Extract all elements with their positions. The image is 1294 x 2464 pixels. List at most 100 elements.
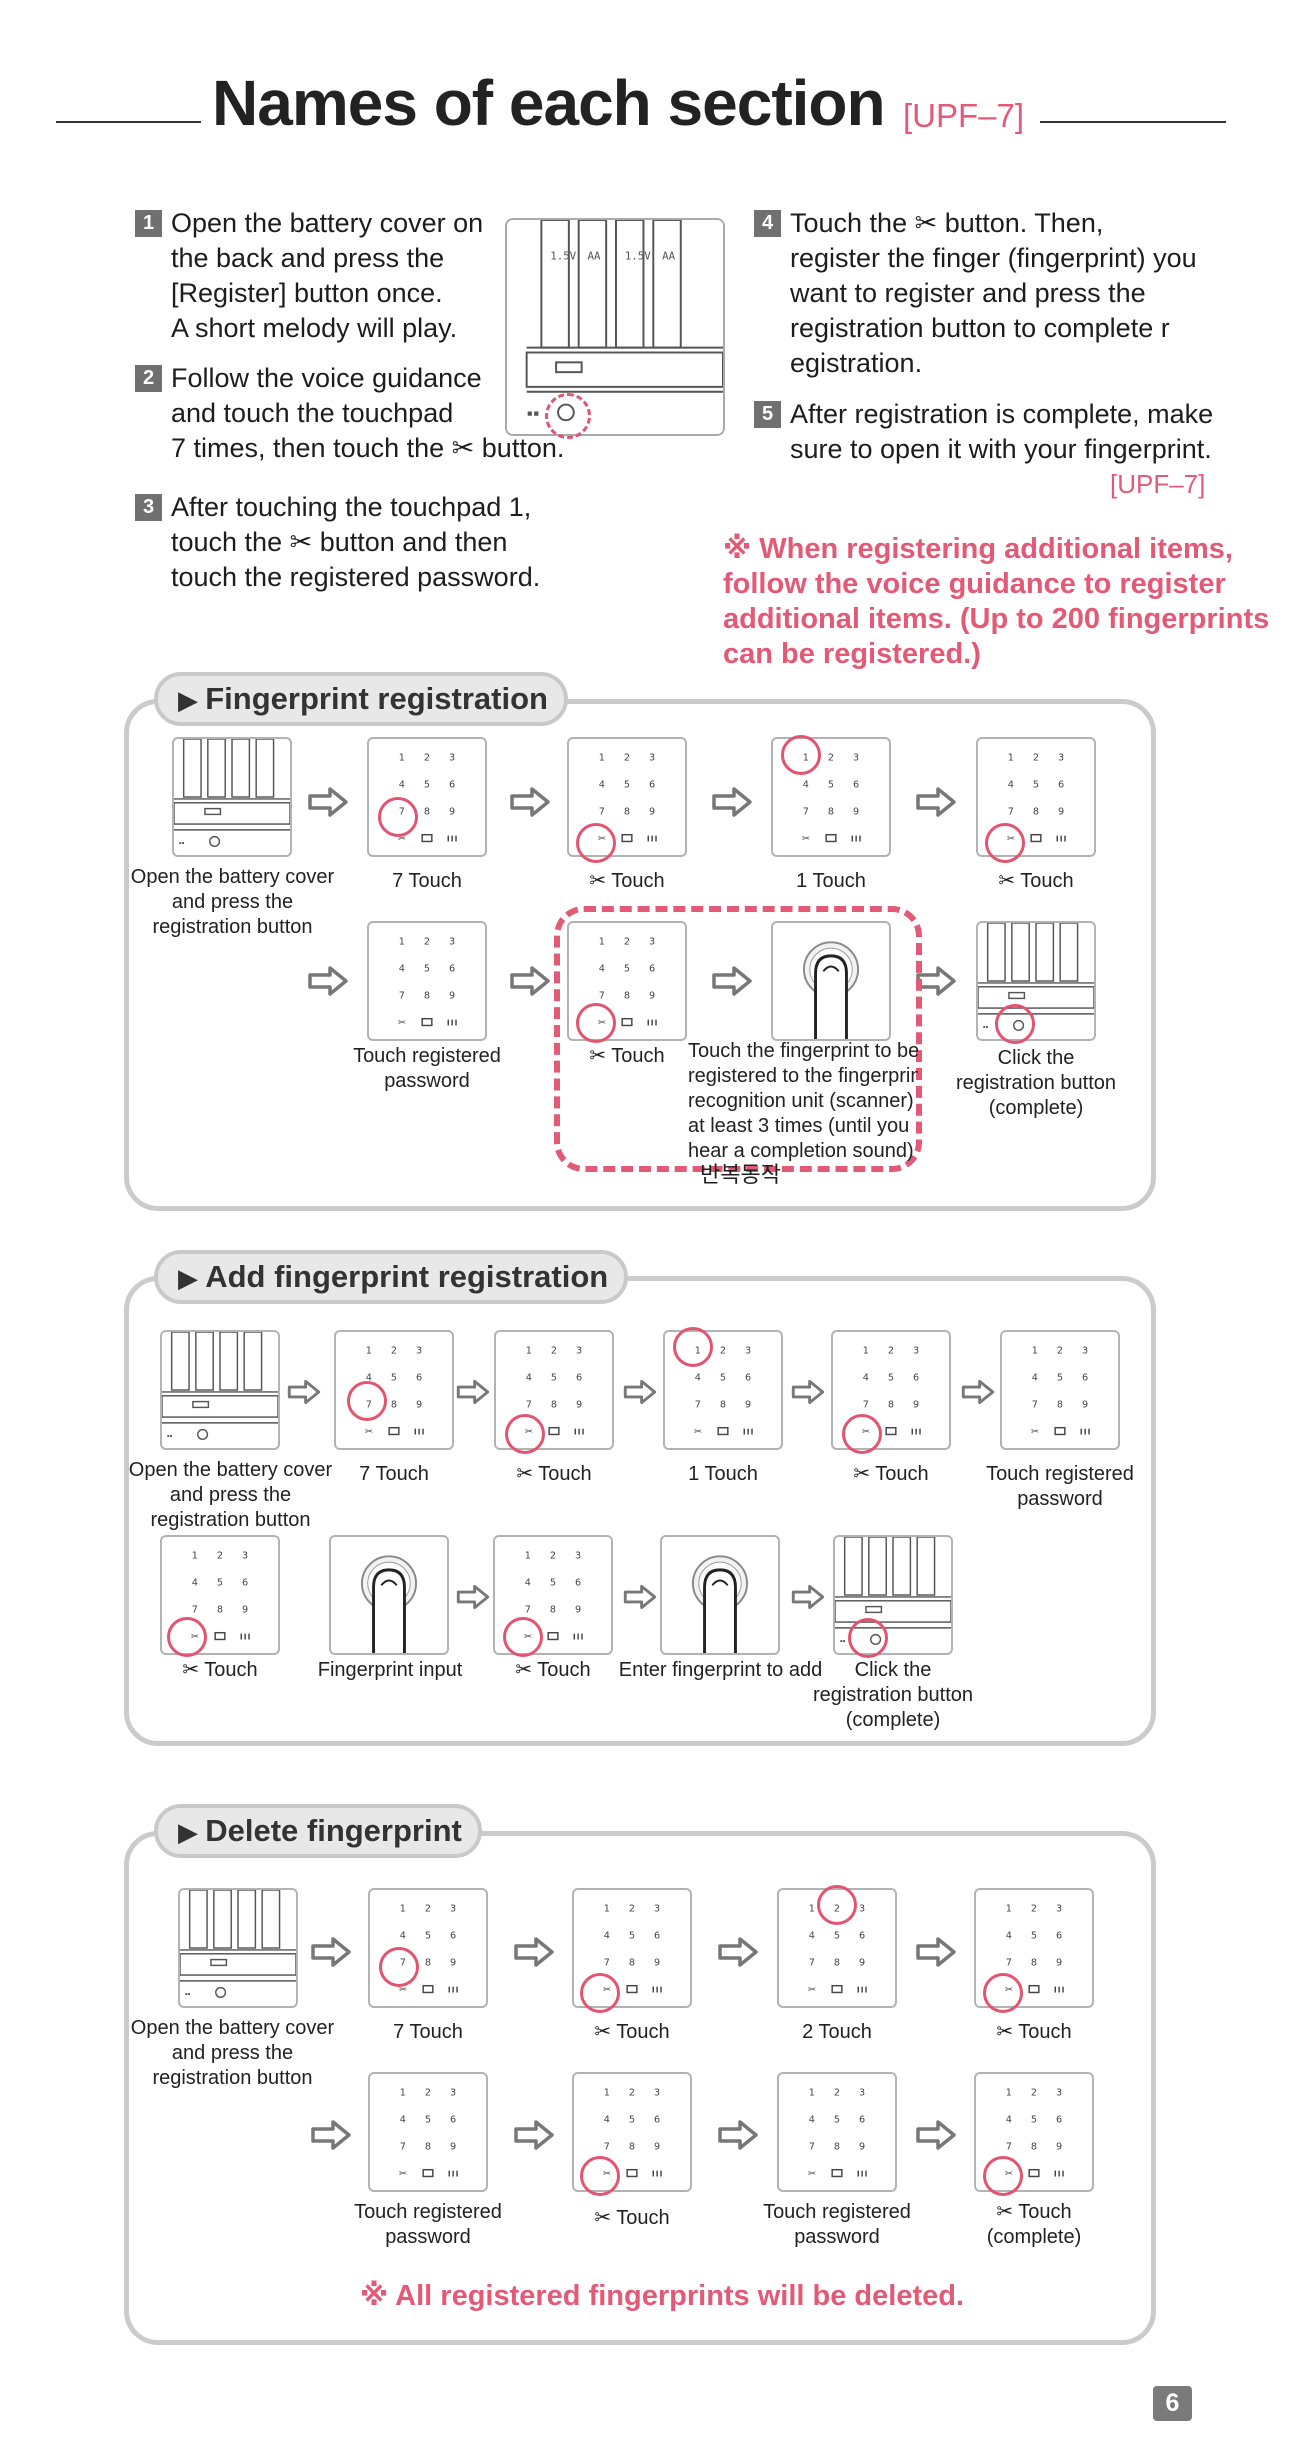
flow-arrow bbox=[508, 785, 552, 819]
keypad-digit: 9 bbox=[449, 990, 455, 1001]
label-x-touch-complete: ✂ Touch (complete) bbox=[986, 2201, 1082, 2248]
step-line: Follow the voice guidance bbox=[171, 363, 482, 393]
flow-arrow bbox=[455, 1580, 491, 1614]
label-password: Touch registered password bbox=[763, 2201, 911, 2248]
arrow-right-icon bbox=[308, 787, 348, 817]
keypad-digit: 3 bbox=[654, 2087, 660, 2098]
keypad-digit: 4 bbox=[400, 1930, 406, 1941]
keypad-digit: 1 bbox=[604, 1903, 610, 1914]
svg-text:▪▪: ▪▪ bbox=[983, 1022, 989, 1031]
step-tile-keypad: 1 2 3 4 5 6 7 8 9 ✂ bbox=[494, 1330, 614, 1450]
keypad-digit: 2 bbox=[425, 2087, 431, 2098]
arrow-right-icon bbox=[718, 1937, 758, 1967]
keypad-digit: 1 bbox=[599, 752, 605, 763]
keypad-digit: 3 bbox=[853, 752, 859, 763]
keypad-digit: 5 bbox=[551, 1372, 557, 1383]
keypad-digit: 2 bbox=[424, 936, 430, 947]
keypad-digit: 6 bbox=[654, 2114, 660, 2125]
arrow-right-icon bbox=[623, 1584, 657, 1610]
flow-arrow bbox=[914, 785, 958, 819]
keypad-digit: 8 bbox=[629, 1957, 635, 1968]
svg-text:✂: ✂ bbox=[398, 833, 406, 844]
panel-title-text: Delete fingerprint bbox=[205, 1813, 462, 1848]
label-1-touch: 1 Touch bbox=[688, 1463, 758, 1485]
keypad-digit: 7 bbox=[604, 1957, 610, 1968]
flow-arrow bbox=[306, 785, 350, 819]
keypad-digit: 5 bbox=[425, 2114, 431, 2125]
highlight-x bbox=[983, 2156, 1023, 2196]
keypad-digit: 4 bbox=[399, 779, 405, 790]
keypad-digit: 4 bbox=[399, 963, 405, 974]
arrow-right-icon bbox=[456, 1584, 490, 1610]
page-number: 6 bbox=[1153, 2386, 1192, 2421]
flow-arrow bbox=[914, 1935, 958, 1969]
step-tile-fingerprint bbox=[660, 1535, 780, 1655]
keypad-digit: 8 bbox=[828, 806, 834, 817]
keypad-digit: 4 bbox=[695, 1372, 701, 1383]
keypad-digit: 2 bbox=[551, 1345, 557, 1356]
keypad-digit: 6 bbox=[449, 963, 455, 974]
keypad-digit: 1 bbox=[604, 2087, 610, 2098]
keypad-digit: 2 bbox=[391, 1345, 397, 1356]
keypad-digit: 3 bbox=[859, 1903, 865, 1914]
step-number: 4 bbox=[754, 210, 781, 237]
keypad-digit: 7 bbox=[604, 2141, 610, 2152]
flow-arrow bbox=[716, 1935, 760, 1969]
highlight-x bbox=[983, 1973, 1023, 2013]
step-number: 1 bbox=[135, 210, 162, 237]
keypad-digit: 2 bbox=[629, 2087, 635, 2098]
keypad-image: 1 2 3 4 5 6 7 8 9 ✂ bbox=[862, 1345, 921, 1437]
keypad-digit: 3 bbox=[242, 1550, 248, 1561]
step-tile-fingerprint bbox=[771, 921, 891, 1041]
highlight-2 bbox=[817, 1885, 857, 1925]
keypad-digit: 6 bbox=[449, 779, 455, 790]
fingerprint-scanner-image bbox=[802, 941, 860, 1039]
step-line: touch the registered password. bbox=[171, 562, 541, 592]
svg-text:✂: ✂ bbox=[398, 1017, 406, 1028]
step-tile-battery: ▪▪ bbox=[178, 1888, 298, 2008]
keypad-digit: 6 bbox=[1058, 779, 1064, 790]
keypad-digit: 6 bbox=[1056, 2114, 1062, 2125]
step-line: sure to open it with your fingerprint. bbox=[790, 434, 1212, 464]
svg-text:✂: ✂ bbox=[808, 2168, 816, 2179]
keypad-digit: 9 bbox=[416, 1399, 422, 1410]
keypad-digit: 5 bbox=[720, 1372, 726, 1383]
repeat-note: 반복동작 bbox=[700, 1162, 781, 1187]
keypad-digit: 8 bbox=[1033, 806, 1039, 817]
keypad-digit: 2 bbox=[1057, 1345, 1063, 1356]
keypad-digit: 7 bbox=[192, 1604, 198, 1615]
keypad-digit: 1 bbox=[525, 1550, 531, 1561]
step-line: A short melody will play. bbox=[171, 313, 458, 343]
step-tile-keypad: 1 2 3 4 5 6 7 8 9 ✂ bbox=[368, 1888, 488, 2008]
keypad-digit: 1 bbox=[1006, 1903, 1012, 1914]
keypad-digit: 1 bbox=[863, 1345, 869, 1356]
keypad-digit: 3 bbox=[654, 1903, 660, 1914]
panel-title-text: Add fingerprint registration bbox=[205, 1259, 609, 1294]
svg-text:▪▪: ▪▪ bbox=[179, 838, 185, 847]
flow-arrow bbox=[309, 1935, 353, 1969]
flow-arrow bbox=[790, 1580, 826, 1614]
keypad-digit: 6 bbox=[654, 1930, 660, 1941]
keypad-digit: 4 bbox=[599, 963, 605, 974]
step-line: egistration. bbox=[790, 348, 923, 378]
label-x-touch: ✂ Touch bbox=[516, 1463, 592, 1485]
keypad-digit: 4 bbox=[400, 2114, 406, 2125]
step-4: 4 Touch the ✂ button. Then, register the… bbox=[754, 206, 1234, 386]
keypad-image: 1 2 3 4 5 6 7 8 9 ✂ bbox=[398, 752, 457, 844]
keypad-digit: 5 bbox=[834, 1930, 840, 1941]
panel-title-text: Fingerprint registration bbox=[205, 681, 548, 716]
step-tile-keypad: 1 2 3 4 5 6 7 8 9 ✂ bbox=[368, 2072, 488, 2192]
arrow-right-icon bbox=[311, 2120, 351, 2150]
label-x-touch: ✂ Touch bbox=[589, 870, 665, 892]
keypad-digit: 3 bbox=[449, 752, 455, 763]
step-tile-keypad: 1 2 3 4 5 6 7 8 9 ✂ bbox=[367, 737, 487, 857]
header-rule-right bbox=[1040, 121, 1226, 123]
keypad-digit: 4 bbox=[525, 1577, 531, 1588]
flow-arrow bbox=[960, 1375, 996, 1409]
keypad-digit: 5 bbox=[888, 1372, 894, 1383]
keypad-digit: 5 bbox=[424, 779, 430, 790]
keypad-digit: 1 bbox=[399, 752, 405, 763]
keypad-digit: 3 bbox=[649, 752, 655, 763]
highlight-x bbox=[842, 1414, 882, 1454]
